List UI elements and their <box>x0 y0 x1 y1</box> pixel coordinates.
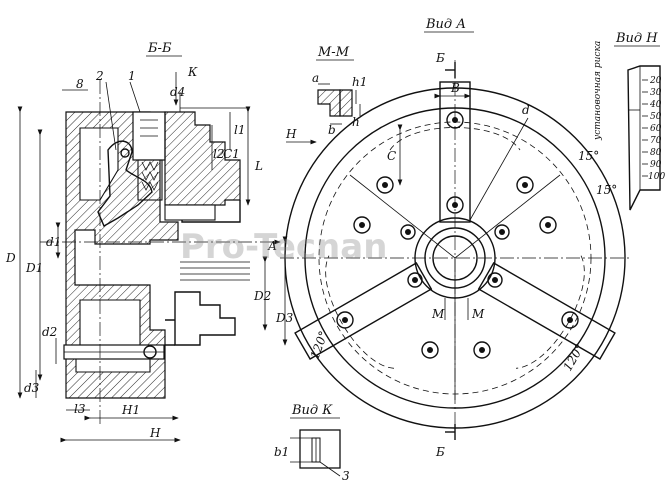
dim-d4: d4 <box>170 85 185 99</box>
lower-jaw <box>174 291 236 346</box>
jaw-section <box>164 111 241 206</box>
dim-l2: l2 <box>213 147 224 161</box>
view-a-title: Вид А <box>425 17 466 32</box>
dim-D3: D3 <box>275 311 294 325</box>
svg-text:40: 40 <box>649 100 662 110</box>
angle-15-right: 15° <box>596 183 617 197</box>
view-h-title: Вид Н <box>615 31 658 46</box>
svg-text:60: 60 <box>650 124 662 134</box>
dim-d1: d1 <box>46 235 61 249</box>
dim-h: h <box>352 115 360 129</box>
angle-120-left: 120° <box>308 329 331 361</box>
view-h-scale: 20 30 40 50 60 70 80 90 100 <box>642 76 665 182</box>
watermark-text: Pro-Tecnan <box>180 227 387 267</box>
dim-H1: H1 <box>121 403 140 417</box>
dim-D1: D1 <box>25 261 43 275</box>
label-part-3: 3 <box>342 469 350 483</box>
dim-l1: l1 <box>234 123 245 137</box>
dim-C1: С1 <box>223 147 240 161</box>
view-h-caption: установочная риска <box>593 41 603 141</box>
dim-h1: h1 <box>352 75 367 89</box>
svg-text:100: 100 <box>648 172 665 182</box>
dim-B: B <box>450 81 460 95</box>
mark-m-right: М <box>471 307 485 321</box>
angle-15-top: 15° <box>578 149 599 163</box>
view-k: Вид К b1 3 <box>274 403 350 483</box>
dim-8: 8 <box>76 77 84 91</box>
lever-part <box>97 140 153 227</box>
section-b-b: Б-Б <box>5 41 294 443</box>
dim-d2: d2 <box>42 325 57 339</box>
dim-D2: D2 <box>253 289 271 303</box>
arrow-h-label: Н <box>285 127 297 141</box>
bolt-holes <box>336 111 579 359</box>
dim-b: b <box>328 123 336 137</box>
section-m-m-title: М-М <box>317 45 350 60</box>
label-part-1: 1 <box>128 69 136 83</box>
dim-H: H <box>149 426 161 440</box>
angle-120-right: 120° <box>560 341 587 373</box>
dim-C: С <box>387 149 396 163</box>
dim-b1: b1 <box>274 445 289 459</box>
view-a: Вид А <box>280 17 630 459</box>
svg-text:50: 50 <box>650 112 662 122</box>
arrow-k-label: К <box>187 65 198 79</box>
dim-l3: l3 <box>74 402 86 416</box>
svg-text:30: 30 <box>650 88 662 98</box>
view-h: Вид Н установочная риска 20 30 40 50 60 … <box>593 31 665 211</box>
dim-a: a <box>312 71 319 85</box>
svg-text:90: 90 <box>650 160 662 170</box>
svg-text:80: 80 <box>650 148 662 158</box>
svg-text:70: 70 <box>650 136 662 146</box>
section-m-m: М-М a b h1 h Н <box>285 45 367 145</box>
dim-L: L <box>254 159 263 173</box>
dim-d3: d3 <box>24 381 40 395</box>
mark-m-left: М <box>431 307 445 321</box>
label-part-2: 2 <box>95 69 104 83</box>
svg-text:20: 20 <box>649 76 662 86</box>
dim-D: D <box>5 251 16 265</box>
view-k-title: Вид К <box>291 403 333 418</box>
arrow-b-top-label: Б <box>435 51 445 65</box>
jaw-slot-right <box>477 262 616 360</box>
dim-d: d <box>522 103 530 117</box>
jaw-slot-left <box>294 262 433 360</box>
arrow-a-label: А <box>267 239 277 253</box>
arrow-b-bottom-label: Б <box>435 445 445 459</box>
section-b-b-title: Б-Б <box>147 41 172 56</box>
